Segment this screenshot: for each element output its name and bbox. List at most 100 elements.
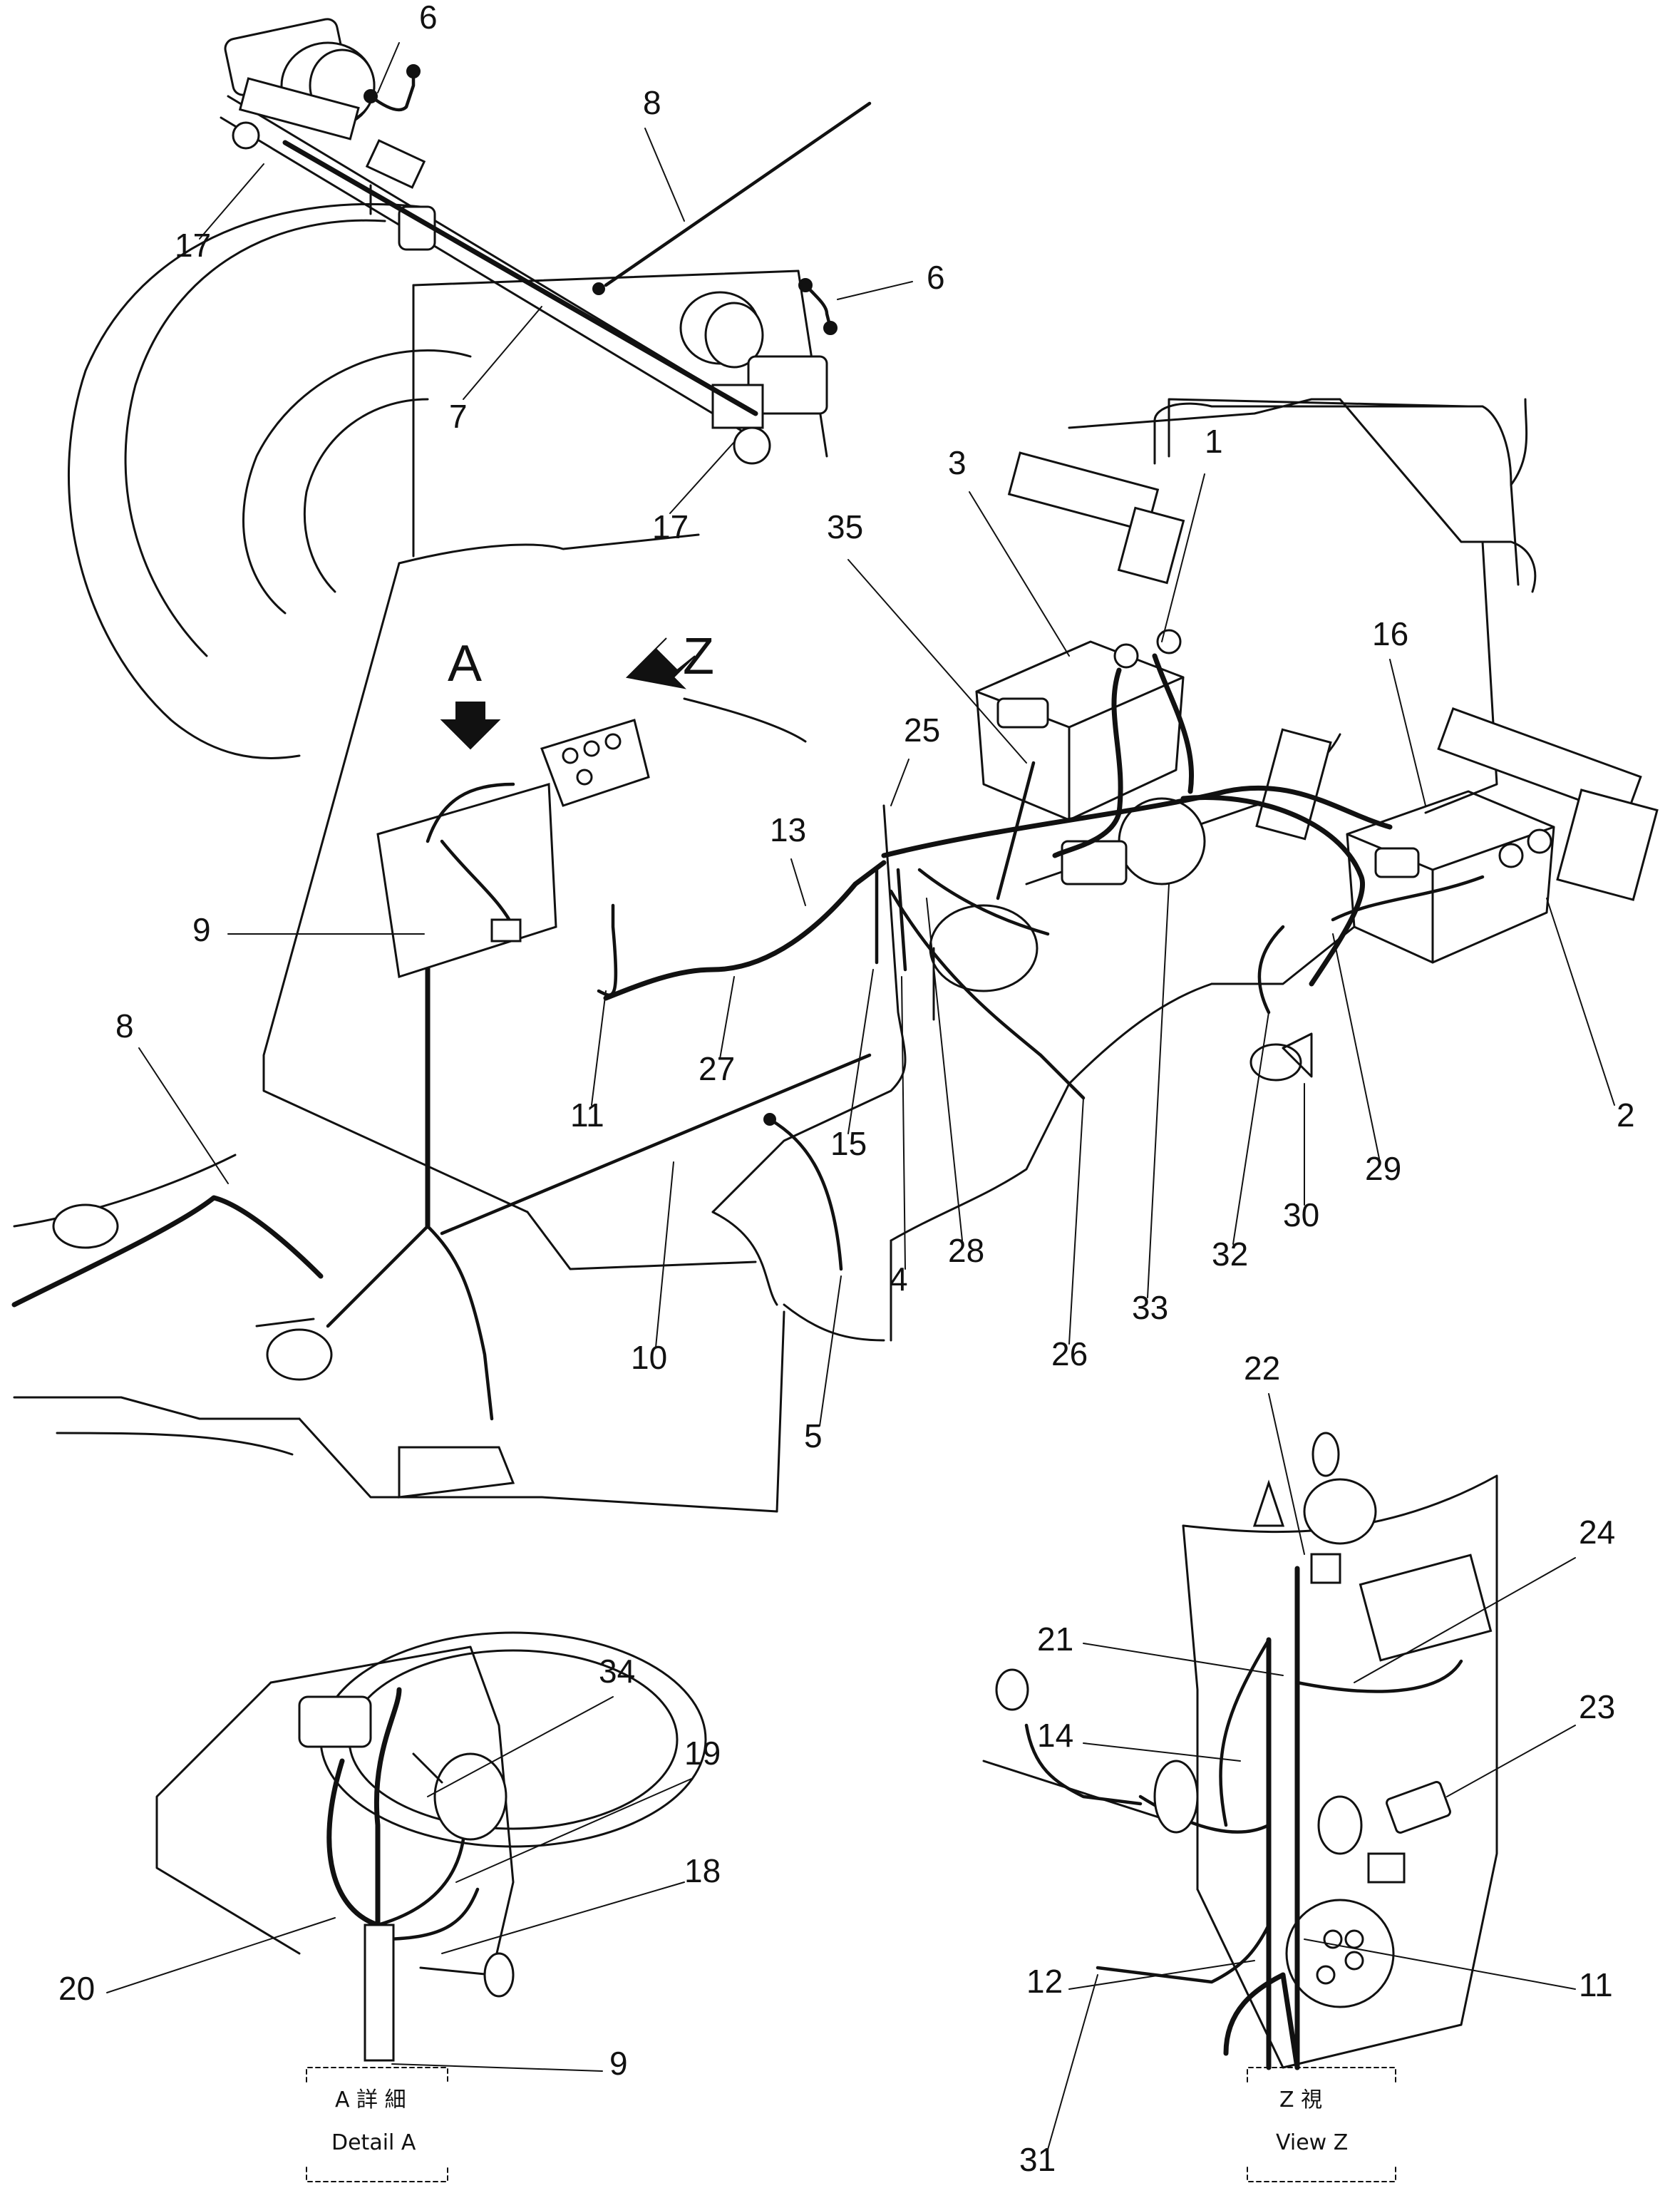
view-z-marker (625, 637, 696, 689)
wire-6-right-connector (798, 278, 813, 292)
part-label-12: 12 (1026, 1963, 1063, 2000)
part-label-15: 15 (830, 1125, 867, 1162)
battery-1 (975, 629, 1185, 821)
leader-line-18 (441, 1881, 685, 1954)
leader-line-25 (890, 759, 909, 806)
leader-line-17 (199, 163, 264, 240)
part-label-9: 9 (192, 911, 211, 948)
part-label-1: 1 (1205, 423, 1223, 460)
leader-line-16 (1389, 659, 1426, 806)
rear-lamps (52, 1203, 515, 1499)
wire-6-right (803, 283, 833, 330)
part-label-11: 11 (1579, 1966, 1613, 2003)
leader-line-4 (901, 976, 906, 1270)
leader-line-21 (1083, 1643, 1284, 1676)
leader-line-34 (427, 1696, 614, 1797)
part-label-30: 30 (1283, 1196, 1319, 1233)
view-a-marker (440, 702, 501, 750)
view-z-caption-box (1247, 2067, 1396, 2182)
wire-7 (282, 140, 758, 416)
wire-6-left (369, 69, 416, 112)
part-label-16: 16 (1372, 615, 1408, 652)
part-label-17: 17 (652, 508, 689, 545)
view-z (982, 1432, 1498, 2070)
leader-line-12 (1068, 1960, 1255, 1990)
part-label-19: 19 (684, 1735, 721, 1772)
leader-line-20 (106, 1917, 336, 1993)
view-a-letter: A (448, 635, 482, 692)
cable-8-upper-end (592, 282, 605, 295)
leader-line-6 (837, 281, 913, 300)
view-z-letter: Z (683, 628, 714, 685)
part-label-18: 18 (684, 1852, 721, 1889)
part-label-10: 10 (631, 1339, 667, 1376)
part-label-6: 6 (419, 0, 438, 36)
battery-bracket (1007, 451, 1659, 901)
part-label-13: 13 (770, 811, 806, 848)
wire-6-left-connector (364, 89, 378, 103)
cable-8-upper (604, 101, 872, 287)
leader-line-11 (591, 990, 607, 1106)
part-label-31: 31 (1019, 2141, 1056, 2178)
part-label-8: 8 (643, 84, 661, 121)
wire-6-left-connector-end (406, 64, 421, 78)
machine-body (412, 269, 1537, 814)
leader-line-35 (847, 559, 1027, 764)
detail-a-caption-line2: Detail A (331, 2130, 416, 2155)
leader-line-9 (391, 2063, 603, 2072)
leader-line-19 (455, 1778, 692, 1883)
part-label-23: 23 (1579, 1688, 1615, 1725)
leader-line-8 (644, 128, 685, 222)
leader-line-8 (138, 1047, 229, 1184)
part-label-29: 29 (1365, 1150, 1401, 1187)
tire-outline (68, 202, 472, 759)
detail-a-caption-line1: A 詳 細 (335, 2088, 406, 2112)
part-label-5: 5 (804, 1417, 823, 1454)
frame-structure (13, 533, 1356, 1513)
detail-a-caption-box (306, 2067, 448, 2182)
battery-2 (1346, 790, 1555, 964)
leader-line-15 (847, 969, 874, 1134)
part-label-2: 2 (1617, 1097, 1635, 1134)
leader-line-32 (1232, 1012, 1269, 1245)
leader-line-10 (655, 1161, 674, 1348)
part-label-8: 8 (115, 1007, 134, 1044)
leader-line-3 (969, 491, 1070, 657)
part-label-9: 9 (609, 2045, 628, 2082)
leader-line-23 (1446, 1725, 1576, 1797)
part-label-26: 26 (1051, 1335, 1088, 1372)
leader-line-26 (1068, 1097, 1084, 1345)
leader-line-11 (1304, 1938, 1576, 1990)
leader-line-31 (1047, 1974, 1098, 2150)
horn-30 (1249, 1032, 1313, 1082)
part-label-32: 32 (1212, 1236, 1248, 1273)
part-label-22: 22 (1244, 1350, 1280, 1387)
main-harness (11, 653, 1485, 1421)
part-label-27: 27 (699, 1050, 735, 1087)
rear-housing (1153, 398, 1528, 586)
part-label-6: 6 (927, 259, 945, 296)
part-label-28: 28 (948, 1232, 984, 1269)
part-label-7: 7 (449, 398, 468, 435)
leader-line-22 (1268, 1393, 1305, 1555)
leader-line-1 (1161, 473, 1205, 642)
leader-line-29 (1332, 933, 1380, 1159)
leader-line-24 (1354, 1557, 1576, 1683)
leader-line-2 (1546, 898, 1615, 1106)
part-label-11: 11 (570, 1097, 604, 1134)
leader-line-13 (790, 858, 806, 906)
upper-crossbeam (220, 18, 828, 465)
part-label-20: 20 (58, 1970, 95, 2007)
part-label-34: 34 (599, 1653, 635, 1690)
part-label-33: 33 (1132, 1289, 1168, 1326)
part-label-25: 25 (904, 712, 940, 749)
wire-6-right-connector-end (823, 321, 838, 335)
leader-line-28 (926, 898, 963, 1241)
view-z-caption-line1: Z 視 (1279, 2088, 1322, 2112)
leader-line-27 (719, 976, 735, 1059)
leader-line-33 (1147, 883, 1170, 1298)
dash-console (376, 719, 650, 978)
detail-a (155, 1631, 707, 2062)
